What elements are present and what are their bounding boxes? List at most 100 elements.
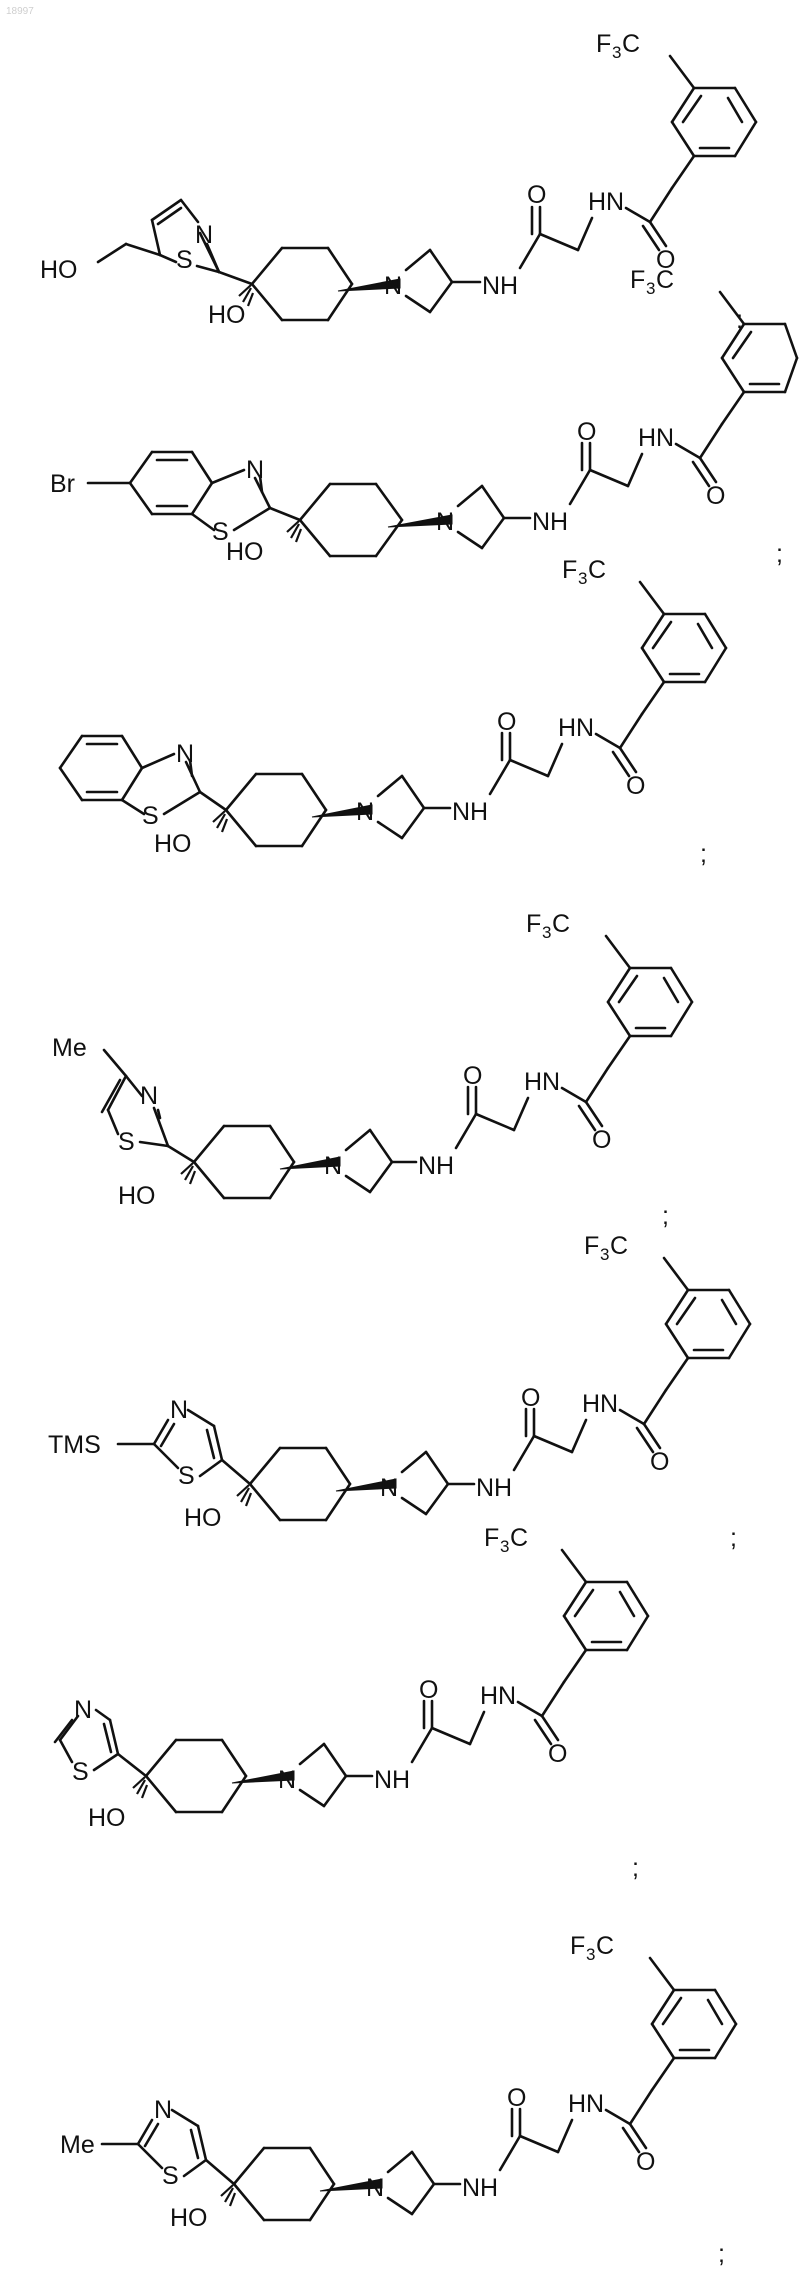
benzoyl-o-label: O <box>636 2148 655 2176</box>
amide-nh-label: NH <box>532 508 568 536</box>
svg-text:C: C <box>610 1232 628 1260</box>
structure-4: Me S N HO N NH O HN O F 3 C ; <box>52 910 692 1230</box>
svg-text:F: F <box>526 910 541 938</box>
benzoyl-o-label: O <box>592 1126 611 1154</box>
carbonyl-o-label: O <box>577 418 596 446</box>
amide-nh-label: NH <box>462 2174 498 2202</box>
benzoyl-o-label: O <box>706 482 725 510</box>
separator-semicolon: ; <box>776 540 783 568</box>
svg-text:C: C <box>510 1524 528 1552</box>
separator-semicolon: ; <box>662 1202 669 1230</box>
hydroxymethyl-label: HO <box>40 256 78 284</box>
separator-semicolon: ; <box>718 2240 725 2268</box>
page-id: 18997 <box>6 6 34 17</box>
hydroxy-label: HO <box>208 301 246 329</box>
structure-5: TMS S N HO N NH O HN O F 3 C ; <box>48 1232 750 1552</box>
cf3-label: F 3 C <box>584 1232 628 1264</box>
cf3-label: F 3 C <box>570 1932 614 1964</box>
svg-text:F: F <box>570 1932 585 1960</box>
azetidine-n-label: N <box>380 1474 398 1502</box>
structure-3: S N HO N NH O HN O F 3 C ; <box>60 556 726 868</box>
sulfur-label: S <box>176 246 193 274</box>
svg-text:F: F <box>630 266 645 294</box>
structure-6-bonds <box>55 1550 648 1812</box>
benzoyl-o-label: O <box>650 1448 669 1476</box>
sulfur-label: S <box>178 1462 195 1490</box>
carbonyl-o-label: O <box>463 1062 482 1090</box>
carbonyl-o-label: O <box>419 1676 438 1704</box>
hydroxy-label: HO <box>88 1804 126 1832</box>
svg-text:3: 3 <box>500 1537 509 1556</box>
bromo-label: Br <box>50 470 75 498</box>
carbonyl-o-label: O <box>527 181 546 209</box>
separator-semicolon: ; <box>632 1854 639 1882</box>
structure-3-bonds <box>60 582 726 846</box>
svg-text:F: F <box>596 30 611 58</box>
structure-2: Br S N HO N NH O HN O F 3 C ; <box>50 266 797 568</box>
nitrogen-label: N <box>195 221 213 249</box>
svg-text:3: 3 <box>586 1945 595 1964</box>
benzoyl-o-label: O <box>626 772 645 800</box>
tms-label: TMS <box>48 1431 101 1459</box>
structure-6: S N HO N NH O HN O F 3 C ; <box>55 1524 648 1882</box>
svg-text:F: F <box>562 556 577 584</box>
amide-hn-label: HN <box>568 2090 604 2118</box>
azetidine-n-label: N <box>366 2174 384 2202</box>
amide-hn-label: HN <box>480 1682 516 1710</box>
amide-hn-label: HN <box>558 714 594 742</box>
hydroxy-label: HO <box>226 538 264 566</box>
amide-nh-label: NH <box>482 272 518 300</box>
carbonyl-o-label: O <box>507 2084 526 2112</box>
hydroxy-label: HO <box>170 2204 208 2232</box>
methyl-label: Me <box>60 2131 95 2159</box>
sulfur-label: S <box>72 1758 89 1786</box>
nitrogen-label: N <box>246 456 264 484</box>
svg-text:3: 3 <box>578 569 587 588</box>
nitrogen-label: N <box>74 1696 92 1724</box>
svg-text:C: C <box>552 910 570 938</box>
cf3-label: F 3 C <box>526 910 570 942</box>
structure-7-bonds <box>102 1958 736 2220</box>
amide-hn-label: HN <box>524 1068 560 1096</box>
cf3-label: F 3 C <box>630 266 674 298</box>
amide-nh-label: NH <box>418 1152 454 1180</box>
nitrogen-label: N <box>170 1396 188 1424</box>
svg-text:C: C <box>656 266 674 294</box>
svg-text:F: F <box>584 1232 599 1260</box>
carbonyl-o-label: O <box>521 1384 540 1412</box>
cf3-label: F 3 C <box>484 1524 528 1556</box>
carbonyl-o-label: O <box>497 708 516 736</box>
sulfur-label: S <box>142 802 159 830</box>
svg-text:C: C <box>588 556 606 584</box>
structure-4-bonds <box>102 936 692 1198</box>
hydroxy-label: HO <box>154 830 192 858</box>
svg-text:3: 3 <box>612 43 621 62</box>
nitrogen-label: N <box>176 740 194 768</box>
cf3-label: F 3 C <box>562 556 606 588</box>
sulfur-label: S <box>118 1128 135 1156</box>
amide-nh-label: NH <box>476 1474 512 1502</box>
azetidine-n-label: N <box>278 1766 296 1794</box>
svg-text:3: 3 <box>600 1245 609 1264</box>
sulfur-label: S <box>162 2162 179 2190</box>
separator-semicolon: ; <box>730 1524 737 1552</box>
nitrogen-label: N <box>140 1082 158 1110</box>
cf3-label: F 3 C <box>596 30 640 62</box>
azetidine-n-label: N <box>324 1152 342 1180</box>
amide-hn-label: HN <box>582 1390 618 1418</box>
svg-text:F: F <box>484 1524 499 1552</box>
svg-text:C: C <box>596 1932 614 1960</box>
separator-semicolon: ; <box>700 840 707 868</box>
structure-7: Me S N HO N NH O HN O F 3 C ; <box>60 1932 736 2268</box>
azetidine-n-label: N <box>356 798 374 826</box>
svg-text:3: 3 <box>646 279 655 298</box>
svg-text:C: C <box>622 30 640 58</box>
benzoyl-o-label: O <box>548 1740 567 1768</box>
amide-hn-label: HN <box>638 424 674 452</box>
hydroxy-label: HO <box>118 1182 156 1210</box>
azetidine-n-label: N <box>436 508 454 536</box>
amide-hn-label: HN <box>588 188 624 216</box>
amide-nh-label: NH <box>452 798 488 826</box>
hydroxy-label: HO <box>184 1504 222 1532</box>
